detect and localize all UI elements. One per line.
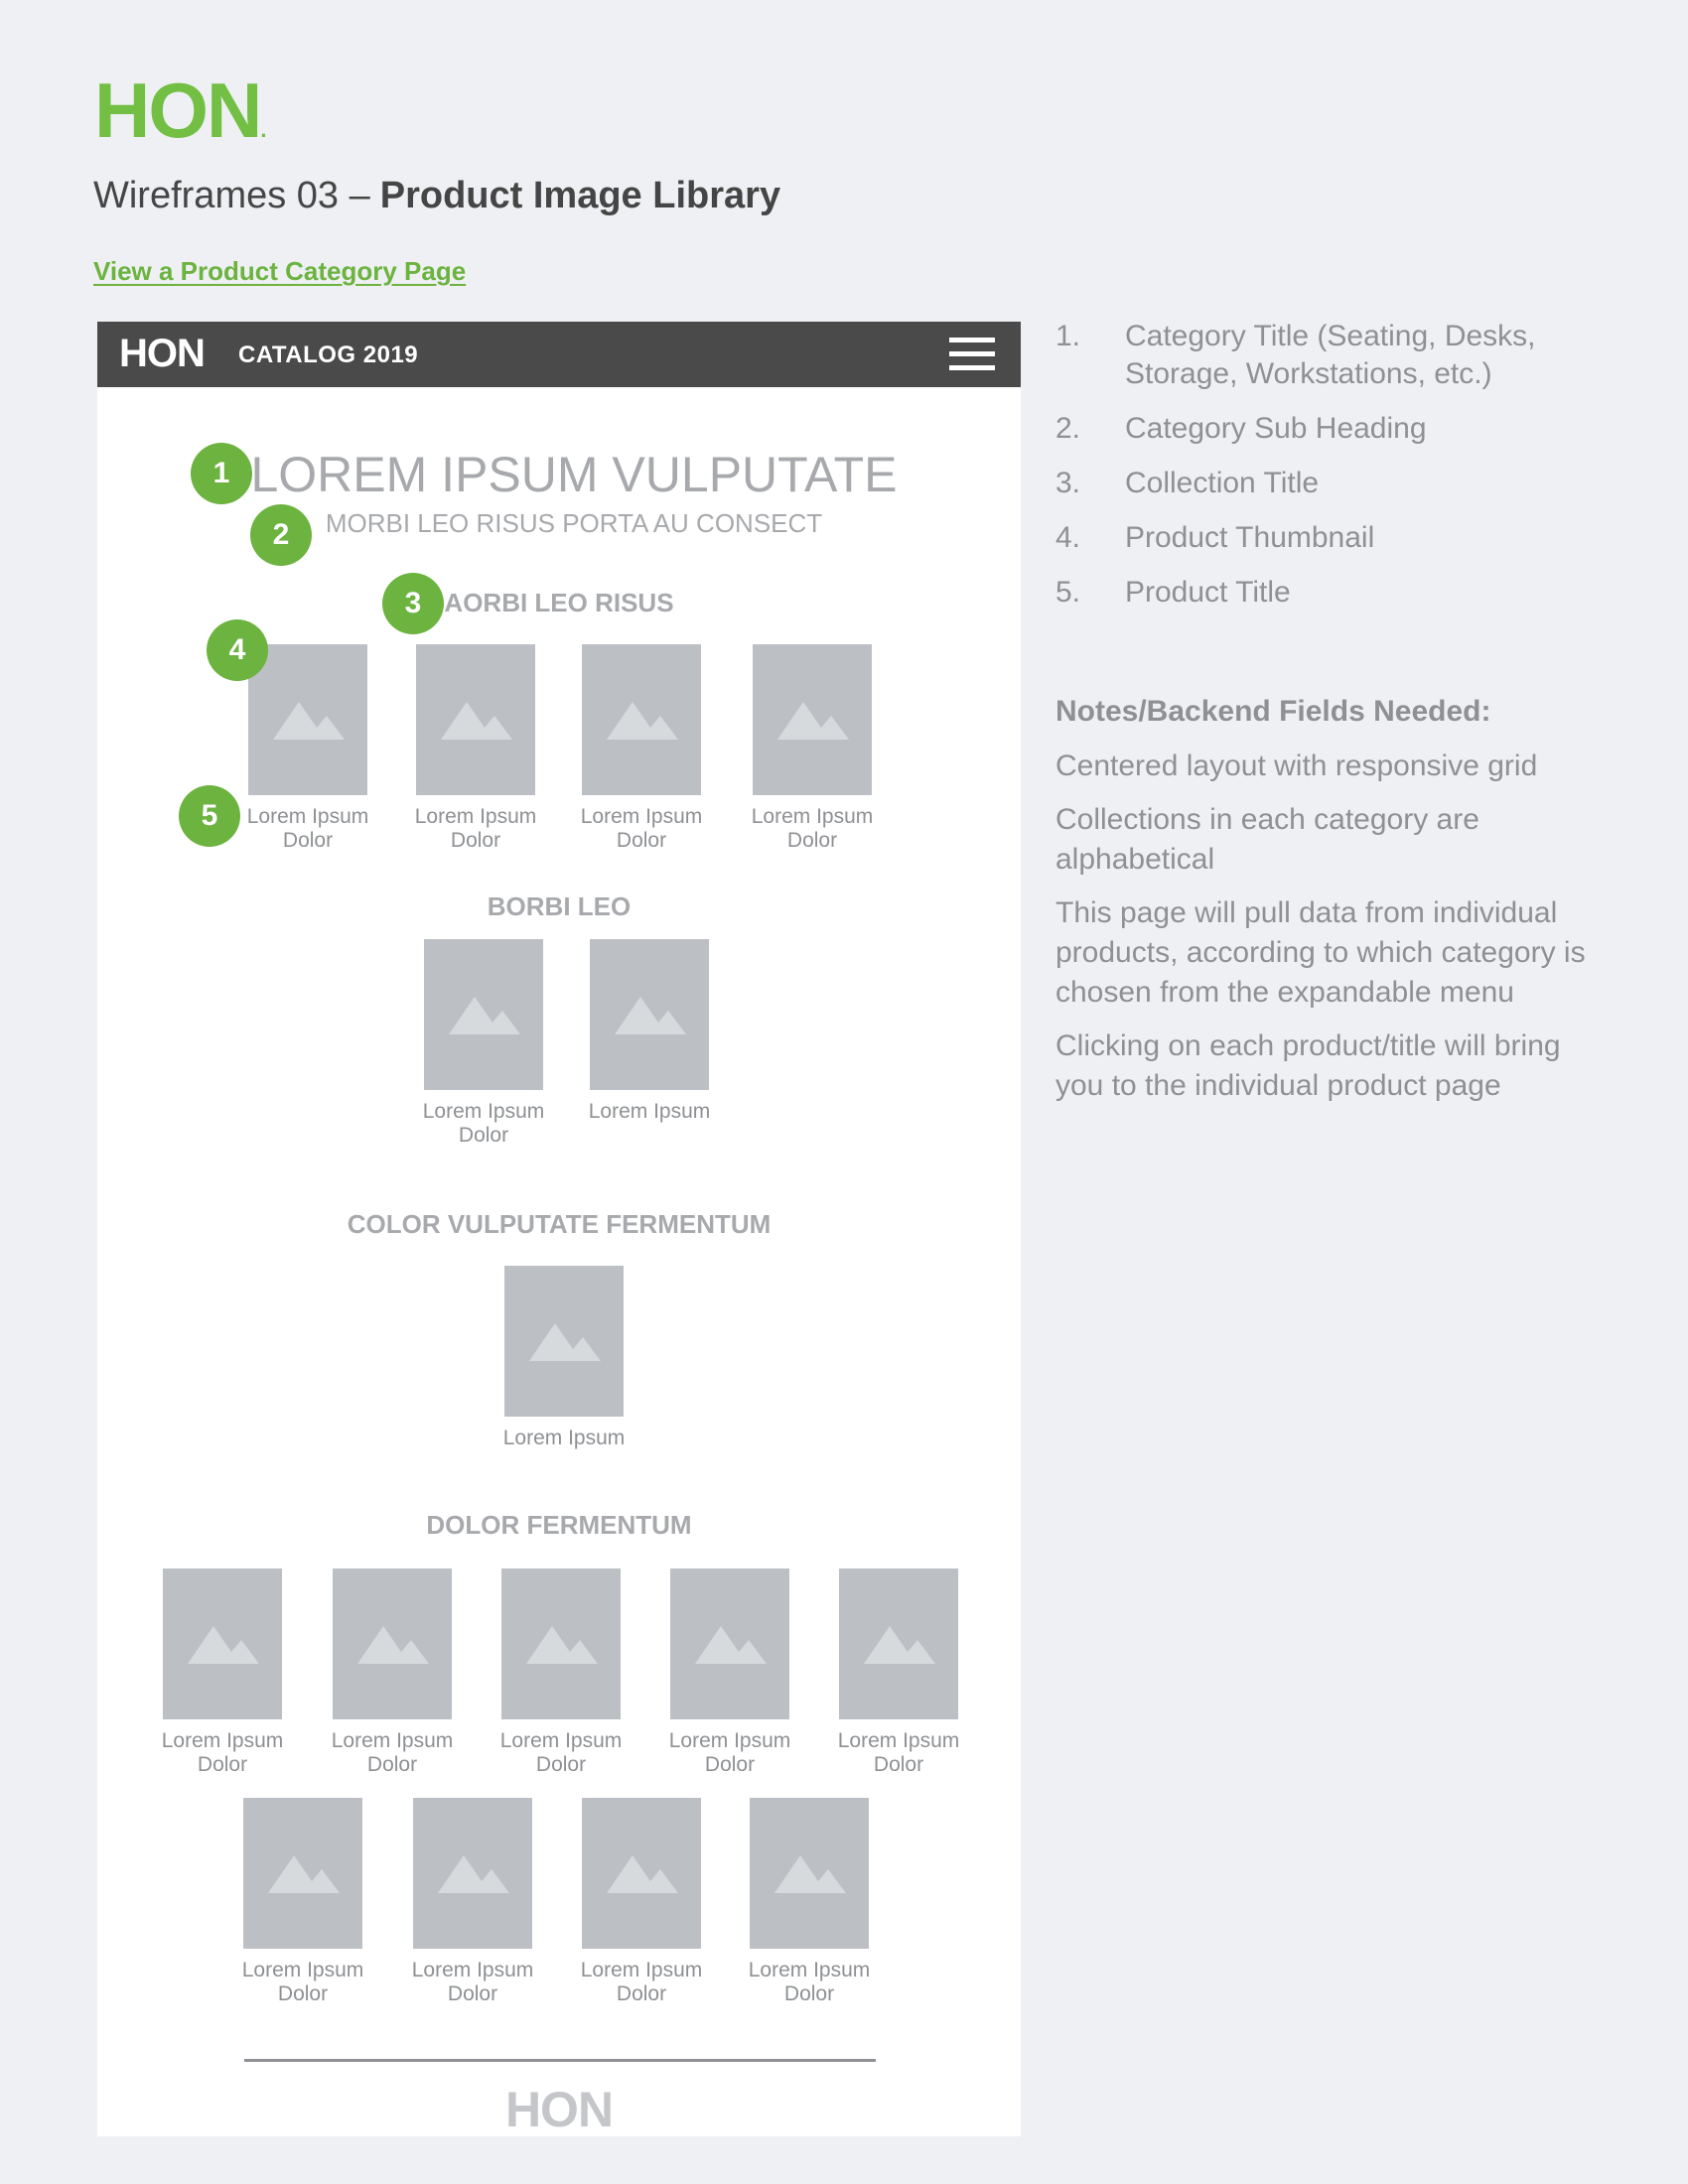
image-placeholder-icon[interactable] — [501, 1569, 621, 1719]
annotation-badge-1: 1 — [191, 443, 252, 504]
image-placeholder-icon[interactable] — [424, 939, 543, 1090]
legend-item: 2.Category Sub Heading — [1055, 412, 1427, 445]
note-item: Collections in each category are alphabe… — [1055, 803, 1479, 876]
image-placeholder-icon[interactable] — [413, 1798, 532, 1949]
image-placeholder-icon[interactable] — [582, 644, 701, 795]
product-card[interactable]: Lorem Ipsum — [490, 1266, 638, 1450]
legend-item: 5.Product Title — [1055, 576, 1291, 609]
collection-title: COLOR VULPUTATE FERMENTUM — [347, 1209, 772, 1239]
image-placeholder-icon[interactable] — [750, 1798, 869, 1949]
category-subheading: MORBI LEO RISUS PORTA AU CONSECT — [325, 508, 823, 538]
collection-title: AORBI LEO RISUS — [444, 588, 674, 617]
notes-panel: Notes/Backend Fields Needed: Centered la… — [1055, 695, 1612, 1120]
document-title: Wireframes 03 –Product Image Library — [93, 175, 780, 217]
product-card[interactable]: Lorem Ipsum — [575, 939, 724, 1124]
footer-divider — [244, 2059, 876, 2062]
note-item: Clicking on each product/title will brin… — [1055, 1029, 1561, 1102]
legend-item: 3.Collection Title — [1055, 467, 1320, 499]
image-placeholder-icon[interactable] — [333, 1569, 452, 1719]
legend-item: 1.Category Title (Seating, Desks, Storag… — [1055, 320, 1536, 390]
view-category-page-link[interactable]: View a Product Category Page — [93, 256, 467, 286]
image-placeholder-icon[interactable] — [839, 1569, 958, 1719]
annotation-badge-3: 3 — [382, 573, 444, 634]
image-placeholder-icon[interactable] — [753, 644, 872, 795]
wireframe-header: HON CATALOG 2019 — [97, 322, 1021, 387]
image-placeholder-icon[interactable] — [670, 1569, 789, 1719]
image-placeholder-icon[interactable] — [243, 1798, 362, 1949]
annotation-badge-5: 5 — [179, 785, 240, 847]
category-title: LOREM IPSUM VULPUTATE — [250, 447, 898, 502]
product-title[interactable]: Lorem Ipsum — [502, 1427, 626, 1449]
wireframe-frame: HON CATALOG 2019 LOREM IPSUM VULPUTATE M… — [97, 322, 1021, 2137]
note-item: Centered layout with responsive grid — [1055, 750, 1538, 782]
image-placeholder-icon[interactable] — [582, 1798, 701, 1949]
product-title[interactable]: Lorem Ipsum — [588, 1100, 711, 1123]
collection-title: BORBI LEO — [487, 891, 632, 921]
notes-heading: Notes/Backend Fields Needed: — [1055, 695, 1491, 728]
wireframe-logo[interactable]: HON — [119, 332, 206, 375]
annotation-legend: 1.Category Title (Seating, Desks, Storag… — [1055, 318, 1612, 628]
image-placeholder-icon[interactable] — [163, 1569, 282, 1719]
hon-logo: HON. — [94, 67, 267, 154]
hamburger-menu-icon[interactable] — [949, 336, 997, 373]
note-item: This page will pull data from individual… — [1055, 896, 1586, 1009]
image-placeholder-icon[interactable] — [504, 1266, 624, 1417]
image-placeholder-icon[interactable] — [248, 644, 367, 795]
legend-item: 4.Product Thumbnail — [1055, 521, 1375, 554]
collection-title: DOLOR FERMENTUM — [426, 1510, 692, 1540]
footer-logo: HON — [504, 2082, 614, 2137]
image-placeholder-icon[interactable] — [590, 939, 709, 1090]
catalog-label: CATALOG 2019 — [238, 341, 419, 368]
image-placeholder-icon[interactable] — [416, 644, 535, 795]
title-prefix: Wireframes 03 – — [93, 175, 370, 216]
annotation-badge-4: 4 — [207, 619, 268, 681]
annotation-badge-2: 2 — [250, 504, 312, 566]
title-main: Product Image Library — [379, 175, 781, 216]
